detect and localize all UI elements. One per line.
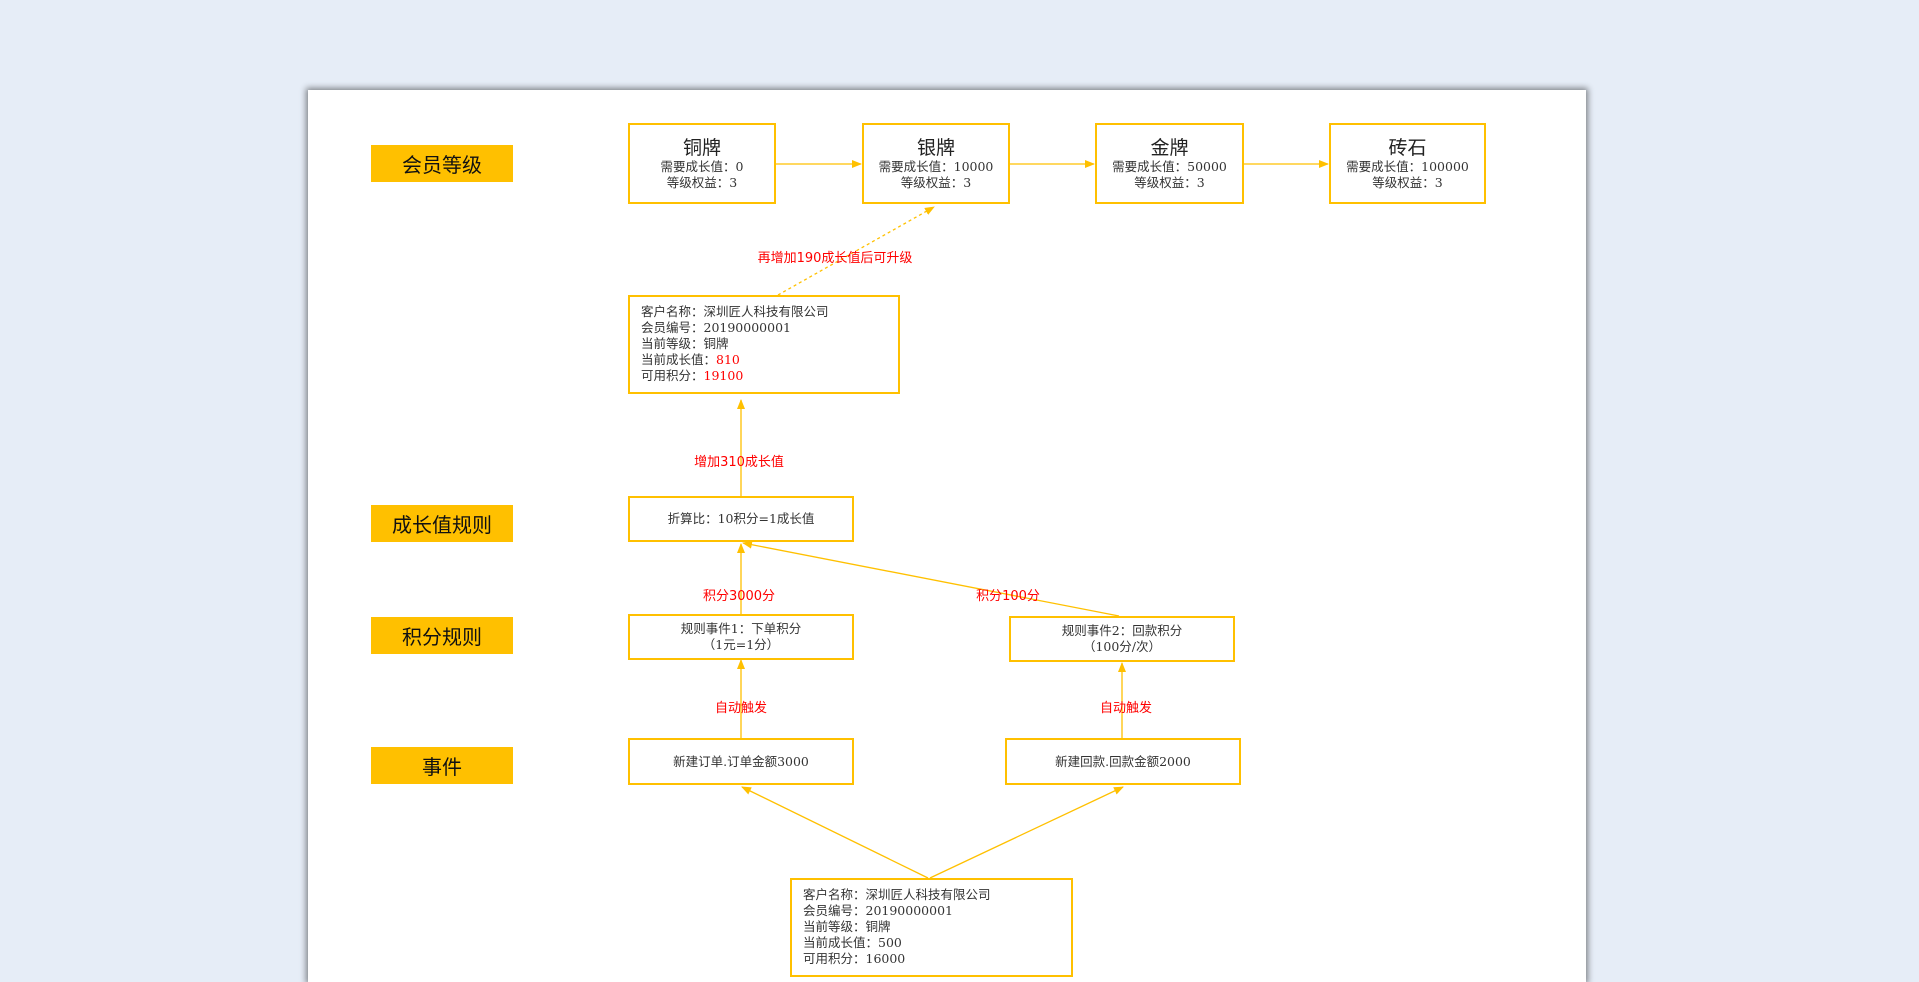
rule-1-line1: 规则事件1：下单积分 <box>680 621 802 636</box>
level-growth: 需要成长值：100000 <box>1346 158 1469 174</box>
arrow-customer-event2 <box>929 786 1124 879</box>
arrow-rule2-conversion <box>742 540 1120 617</box>
growth-value: 810 <box>716 352 740 367</box>
rule-box-1: 规则事件1：下单积分 （1元=1分） <box>628 614 854 660</box>
auto-trigger-label-1: 自动触发 <box>714 701 768 716</box>
row-label-member-level: 会员等级 <box>371 145 513 182</box>
event-2-text: 新建回款.回款金额2000 <box>1055 753 1191 769</box>
level-benefit: 等级权益：3 <box>666 174 738 190</box>
level-benefit: 等级权益：3 <box>900 174 972 190</box>
customer-level: 当前等级：铜牌 <box>641 336 729 351</box>
conversion-box: 折算比：10积分=1成长值 <box>628 496 854 542</box>
points-label: 可用积分： <box>641 368 704 383</box>
rule-1-line2: （1元=1分） <box>702 637 780 652</box>
diagram-slide: 会员等级 成长值规则 积分规则 事件 铜牌 需要成长值：0 等级权益：3 银牌 … <box>308 90 1586 982</box>
row-label-event: 事件 <box>371 747 513 784</box>
points-edge-label-1: 积分3000分 <box>702 589 776 604</box>
rule-2-line2: （100分/次） <box>1082 639 1162 654</box>
customer-points: 可用积分：19100 <box>641 368 898 384</box>
level-benefit: 等级权益：3 <box>1134 174 1205 190</box>
customer-id: 会员编号：20190000001 <box>641 320 791 335</box>
customer-points: 可用积分：16000 <box>803 951 906 966</box>
event-1-text: 新建订单.订单金额3000 <box>673 753 809 769</box>
level-name: 铜牌 <box>682 136 721 159</box>
customer-growth: 当前成长值：500 <box>803 935 902 950</box>
level-box-bronze: 铜牌 需要成长值：0 等级权益：3 <box>628 123 776 204</box>
level-name: 银牌 <box>916 136 955 159</box>
upgrade-hint-label: 再增加190成长值后可升级 <box>757 251 913 266</box>
level-growth: 需要成长值：10000 <box>878 158 994 174</box>
event-box-2: 新建回款.回款金额2000 <box>1005 738 1241 785</box>
auto-trigger-label-2: 自动触发 <box>1099 701 1153 716</box>
customer-info-after: 客户名称：深圳匠人科技有限公司 会员编号：20190000001 当前等级：铜牌… <box>628 295 900 394</box>
customer-name: 客户名称：深圳匠人科技有限公司 <box>803 887 991 902</box>
row-label-points-rule: 积分规则 <box>371 617 513 654</box>
level-benefit: 等级权益：3 <box>1372 174 1443 190</box>
level-box-gold: 金牌 需要成长值：50000 等级权益：3 <box>1095 123 1244 204</box>
customer-name: 客户名称：深圳匠人科技有限公司 <box>641 304 829 319</box>
rule-box-2: 规则事件2：回款积分 （100分/次） <box>1009 616 1235 662</box>
level-growth: 需要成长值：0 <box>660 158 744 174</box>
level-name: 砖石 <box>1388 136 1427 159</box>
connector-lines <box>737 160 1329 879</box>
level-growth: 需要成长值：50000 <box>1112 158 1227 174</box>
level-name: 金牌 <box>1150 136 1189 159</box>
rule-2-line1: 规则事件2：回款积分 <box>1061 623 1183 638</box>
customer-level: 当前等级：铜牌 <box>803 919 891 934</box>
points-value: 19100 <box>703 368 744 383</box>
conversion-text: 折算比：10积分=1成长值 <box>667 511 815 526</box>
points-edge-label-2: 积分100分 <box>976 589 1040 604</box>
level-box-silver: 银牌 需要成长值：10000 等级权益：3 <box>862 123 1010 204</box>
growth-label: 当前成长值： <box>641 352 717 367</box>
customer-info-before: 客户名称：深圳匠人科技有限公司 会员编号：20190000001 当前等级：铜牌… <box>790 878 1073 977</box>
event-box-1: 新建订单.订单金额3000 <box>628 738 854 785</box>
row-label-growth-rule: 成长值规则 <box>371 505 513 542</box>
growth-increase-label: 增加310成长值 <box>694 455 784 470</box>
customer-id: 会员编号：20190000001 <box>803 903 953 918</box>
customer-growth: 当前成长值：810 <box>641 352 898 368</box>
arrow-customer-event1 <box>741 786 929 879</box>
level-box-diamond: 砖石 需要成长值：100000 等级权益：3 <box>1329 123 1486 204</box>
